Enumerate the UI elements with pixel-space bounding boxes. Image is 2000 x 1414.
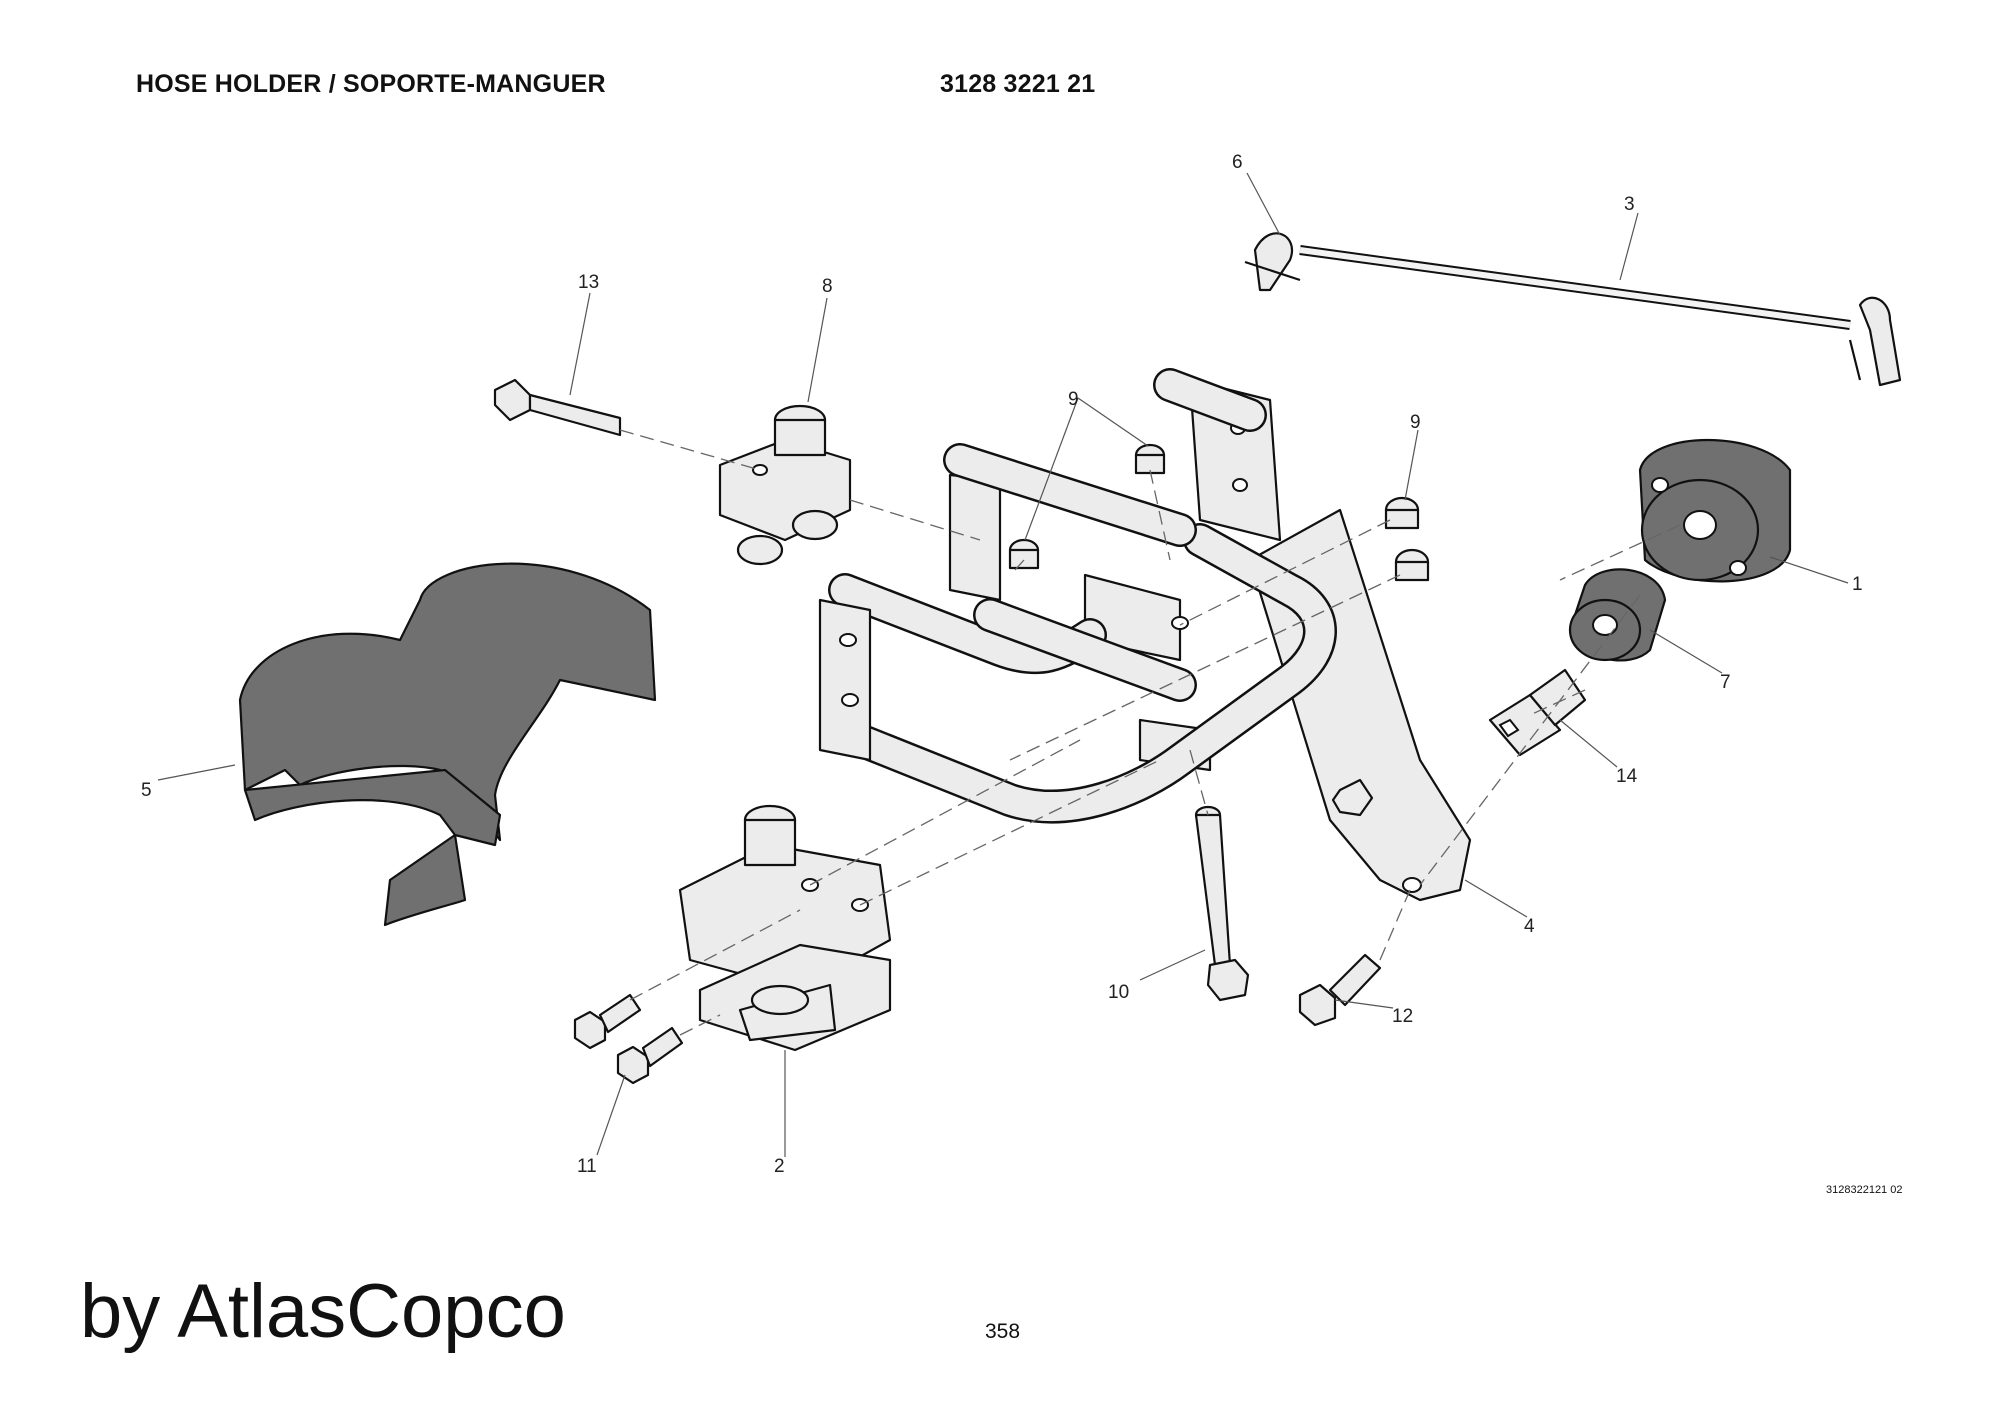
callout-leaders — [157, 172, 1849, 1157]
brand-watermark: by AtlasCopco — [80, 1269, 566, 1354]
callout-5: 5 — [141, 780, 152, 801]
part-14-cap-screw — [1488, 668, 1587, 757]
part-10-long-bolt — [1194, 805, 1250, 1002]
part-9-lock-nuts — [1008, 443, 1430, 582]
callout-8: 8 — [822, 276, 833, 297]
callout-2: 2 — [774, 1156, 785, 1177]
assembly-lines — [619, 429, 1681, 1036]
callout-11: 11 — [577, 1156, 597, 1177]
callout-9-right: 9 — [1410, 412, 1421, 433]
part-12-hex-bolt — [1298, 953, 1382, 1027]
callout-6: 6 — [1232, 152, 1243, 173]
diagram-title: HOSE HOLDER / SOPORTE-MANGUER — [136, 70, 606, 98]
drawing-code: 3128322121 02 — [1826, 1184, 1903, 1196]
callout-4: 4 — [1524, 916, 1535, 937]
callout-10: 10 — [1108, 982, 1129, 1003]
callout-7: 7 — [1720, 672, 1731, 693]
part-13-hex-bolt — [493, 378, 622, 437]
callout-3: 3 — [1624, 194, 1635, 215]
callout-12: 12 — [1392, 1006, 1413, 1027]
callout-9-upper: 9 — [1068, 389, 1079, 410]
part-7-bushing — [1568, 568, 1667, 662]
callout-14: 14 — [1616, 766, 1638, 787]
part-11-small-bolts — [573, 993, 684, 1085]
assembly-part-number: 3128 3221 21 — [940, 70, 1096, 98]
part-1-roller — [1638, 439, 1792, 583]
part-4-frame — [818, 368, 1472, 902]
part-8-coupler — [718, 404, 852, 566]
part-2-clamp-bracket — [678, 804, 892, 1052]
callout-13: 13 — [578, 272, 599, 293]
part-5-strap — [238, 562, 657, 927]
page-number: 358 — [985, 1320, 1021, 1343]
callout-1: 1 — [1852, 574, 1863, 595]
part-3-chain-with-part-6-shackles — [1244, 232, 1902, 387]
